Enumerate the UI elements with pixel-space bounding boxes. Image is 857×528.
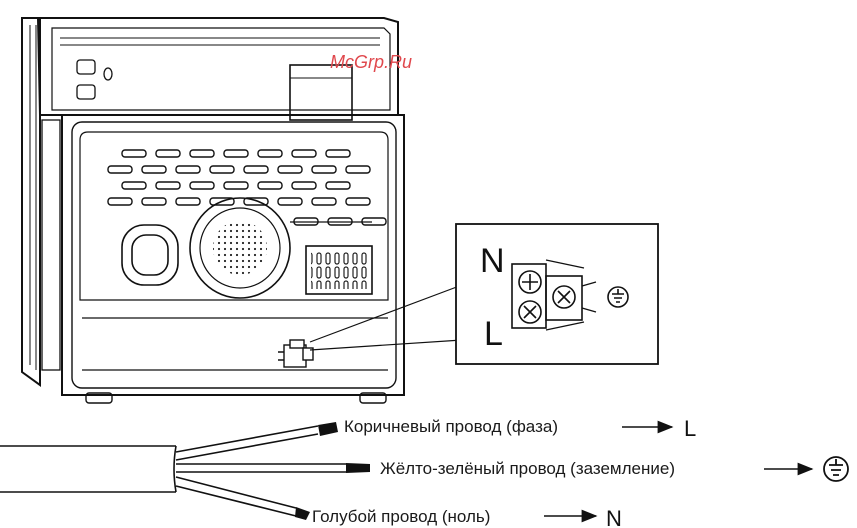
vent-slot	[243, 197, 269, 206]
oven-outline	[21, 17, 405, 404]
terminal-detail-box: N L	[455, 223, 659, 365]
ground-icon	[823, 456, 849, 482]
vent-slot	[121, 181, 147, 190]
vent-slot	[121, 149, 147, 158]
target-l: L	[684, 416, 696, 441]
vent-slot	[345, 165, 371, 174]
wire-label-blue: Голубой провод (ноль)	[312, 507, 490, 526]
vent-slot	[175, 197, 201, 206]
wire-tips	[295, 422, 370, 520]
vent-slot	[257, 181, 283, 190]
vent-slot	[155, 149, 181, 158]
target-n: N	[606, 506, 622, 528]
callout-lines	[309, 284, 463, 351]
vent-slot	[277, 165, 303, 174]
vent-slot	[175, 165, 201, 174]
vent-slot	[325, 181, 351, 190]
vent-slot	[311, 165, 337, 174]
ground-icon	[607, 286, 629, 308]
vent-slot	[209, 165, 235, 174]
fan-cover	[189, 197, 291, 299]
vent-slot	[311, 197, 337, 206]
vent-slot	[141, 197, 167, 206]
vent-slot	[189, 181, 215, 190]
vent-slot	[345, 197, 371, 206]
vent-slot	[107, 197, 133, 206]
vent-slots	[107, 149, 387, 226]
screw-icon	[518, 270, 576, 324]
vent-slot	[209, 197, 235, 206]
vent-slot	[243, 165, 269, 174]
vent-slot	[257, 149, 283, 158]
terminal-l-label: L	[484, 315, 503, 353]
side-opening	[121, 224, 179, 286]
vent-slot	[325, 149, 351, 158]
vent-slot	[223, 181, 249, 190]
power-cable	[0, 425, 346, 517]
vent-slot	[223, 149, 249, 158]
terminal-n-label: N	[480, 242, 505, 280]
vent-slot	[291, 181, 317, 190]
watermark: McGrp.Ru	[330, 52, 412, 72]
vent-slot	[189, 149, 215, 158]
vent-slot	[291, 149, 317, 158]
vent-slot	[141, 165, 167, 174]
vent-slot	[277, 197, 303, 206]
vent-slot	[107, 165, 133, 174]
wire-label-brown: Коричневый провод (фаза)	[344, 417, 558, 436]
wire-label-green: Жёлто-зелёный провод (заземление)	[380, 459, 675, 478]
terminal-block-icon	[278, 339, 314, 368]
arrow-lines	[544, 420, 814, 523]
vent-slot	[155, 181, 181, 190]
right-grille	[290, 221, 373, 295]
